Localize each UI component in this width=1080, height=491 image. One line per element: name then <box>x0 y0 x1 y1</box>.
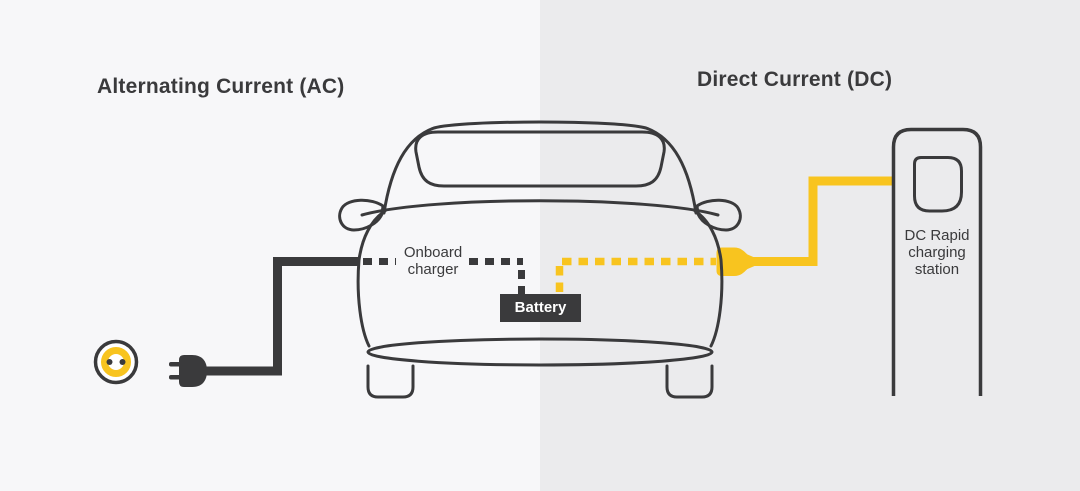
power-outlet-icon <box>93 339 139 385</box>
ac-cable <box>205 257 360 376</box>
onboard-charger-label: Onboard charger <box>403 244 463 278</box>
charging-station-icon <box>891 127 983 396</box>
station-screen <box>913 156 963 213</box>
ac-panel <box>0 0 540 491</box>
car-front-icon <box>338 120 742 399</box>
dc-cable <box>716 176 895 276</box>
ac-plug-icon <box>169 355 207 387</box>
battery-label: Battery <box>500 294 581 322</box>
dc-dashed-line <box>555 257 716 292</box>
ac-dashed-line <box>363 258 525 295</box>
dc-station-label: DC Rapid charging station <box>904 227 970 278</box>
dc-connector-icon <box>716 247 755 276</box>
dc-cable-line <box>748 176 895 266</box>
ac-title: Alternating Current (AC) <box>97 75 345 98</box>
dc-title: Direct Current (DC) <box>697 68 893 91</box>
